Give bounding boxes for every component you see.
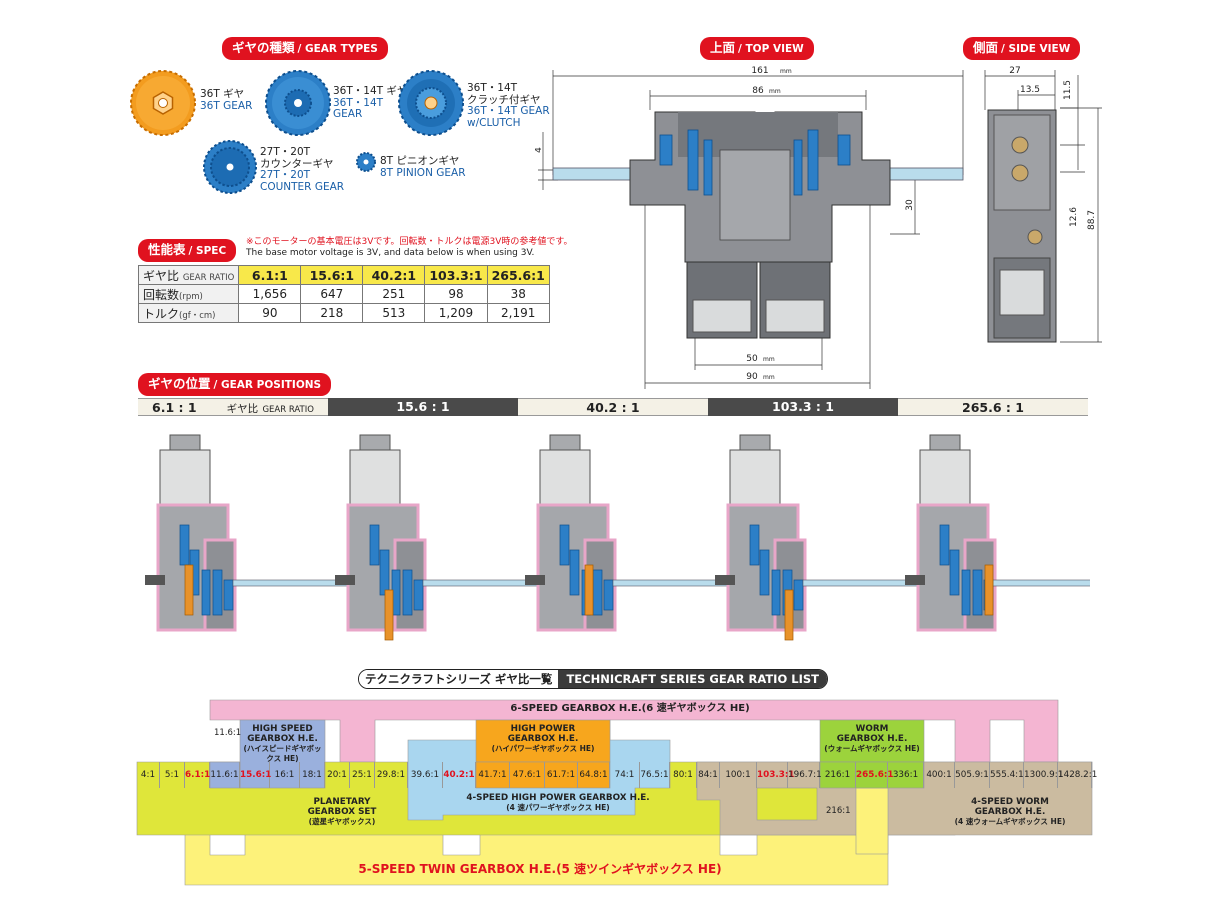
svg-text:86: 86 <box>752 86 764 96</box>
gear-36t-icon <box>130 70 196 136</box>
gear-pinion-icon <box>356 152 376 172</box>
ratio-cell: 103.3:1 <box>757 762 794 788</box>
ratio-cell: 15.6:1 <box>240 762 271 788</box>
section-header-top-view: 上面/ TOP VIEW <box>700 37 814 60</box>
ratio-cell: 84:1 <box>697 762 720 788</box>
section-header-gear-types: ギヤの種類/ GEAR TYPES <box>222 37 388 60</box>
position-ratio-4: 103.3 : 1 <box>708 398 898 416</box>
five-speed-twin-label: 5-SPEED TWIN GEARBOX H.E.(5 速ツインギヤボックス H… <box>358 862 722 876</box>
ratio-cell: 11.6:1 <box>210 762 240 788</box>
svg-text:mm: mm <box>780 68 792 75</box>
ratio-cell: 4:1 <box>137 762 160 788</box>
side-view-drawing: 27 13.5 11.5 12.6 88.7 <box>984 66 1102 343</box>
svg-text:13.5: 13.5 <box>1020 85 1040 95</box>
ratio-cell: 20:1 <box>325 762 350 788</box>
gear-clutch-icon <box>398 70 464 136</box>
ratio-cell: 336:1 <box>888 762 924 788</box>
spec-note: ※このモーターの基本電圧は3Vです。回転数・トルクは電源3V時の参考値です。Th… <box>246 237 573 258</box>
ratio-cell: 505.9:1 <box>955 762 990 788</box>
ratio-cell: 40.2:1 <box>443 762 476 788</box>
ratio-cell: 61.7:1 <box>545 762 578 788</box>
ratio-cell: 1428.2:1 <box>1058 762 1097 788</box>
svg-text:mm: mm <box>763 374 775 381</box>
svg-text:30: 30 <box>905 199 915 211</box>
ratio-cell: 76.5:1 <box>640 762 670 788</box>
six-speed-label: 6-SPEED GEARBOX H.E.(6 速ギヤボックス HE) <box>510 703 750 714</box>
ratio-cell: 196.7:1 <box>788 762 822 788</box>
svg-text:88.7: 88.7 <box>1087 210 1097 230</box>
ratio-cell: 265.6:1 <box>856 762 893 788</box>
svg-text:4: 4 <box>535 147 544 153</box>
top-view-drawing: 161 mm 86 mm 4 30 50 mm 90 mm <box>535 66 964 389</box>
ratio-list-title: テクニクラフトシリーズ ギヤ比一覧 TECHNICRAFT SERIES GEA… <box>358 669 828 689</box>
svg-text:27: 27 <box>1009 66 1020 76</box>
ratio-cell: 5:1 <box>160 762 185 788</box>
ratio-cell: 64.8:1 <box>578 762 610 788</box>
four-speed-hp-label: 4-SPEED HIGH POWER GEARBOX H.E.(4 速パワーギヤ… <box>466 793 650 812</box>
gear-position-illustrations <box>143 433 1090 641</box>
ratio-cell: 16:1 <box>270 762 300 788</box>
extra-ratio-11-6: 11.6:1 <box>214 728 242 738</box>
ratio-cell: 25:1 <box>350 762 375 788</box>
ratio-cell: 555.4:1 <box>990 762 1024 788</box>
ratio-cell: 216:1 <box>820 762 856 788</box>
svg-text:12.6: 12.6 <box>1069 207 1079 227</box>
ratio-cell: 1300.9:1 <box>1024 762 1063 788</box>
section-header-gear-positions: ギヤの位置/ GEAR POSITIONS <box>138 373 332 396</box>
svg-text:50: 50 <box>746 354 758 364</box>
dim-161: 161 <box>751 66 768 76</box>
section-header-spec: 性能表/ SPEC <box>138 239 237 262</box>
svg-text:90: 90 <box>746 372 758 382</box>
ratio-cell: 74:1 <box>610 762 640 788</box>
extra-ratio-216: 216:1 <box>826 806 851 816</box>
ratio-cell: 100:1 <box>720 762 757 788</box>
ratio-cell: 400:1 <box>924 762 955 788</box>
ratio-cell: 39.6:1 <box>408 762 443 788</box>
section-header-side-view: 側面/ SIDE VIEW <box>963 37 1081 60</box>
ratio-cell: 6.1:1 <box>185 762 210 788</box>
ratio-cell: 41.7:1 <box>476 762 510 788</box>
position-ratio-3: 40.2 : 1 <box>518 398 708 416</box>
ratio-cell: 18:1 <box>300 762 325 788</box>
svg-text:mm: mm <box>769 88 781 95</box>
ratio-cell: 47.6:1 <box>510 762 545 788</box>
position-ratio-5: 265.6 : 1 <box>898 398 1088 416</box>
svg-text:mm: mm <box>763 356 775 363</box>
gear-counter-icon <box>203 140 257 194</box>
position-ratio-2: 15.6 : 1 <box>328 398 518 416</box>
svg-text:11.5: 11.5 <box>1063 80 1073 100</box>
ratio-cell: 29.8:1 <box>375 762 408 788</box>
gear-36t-14t-icon <box>265 70 331 136</box>
ratio-cell: 80:1 <box>670 762 697 788</box>
